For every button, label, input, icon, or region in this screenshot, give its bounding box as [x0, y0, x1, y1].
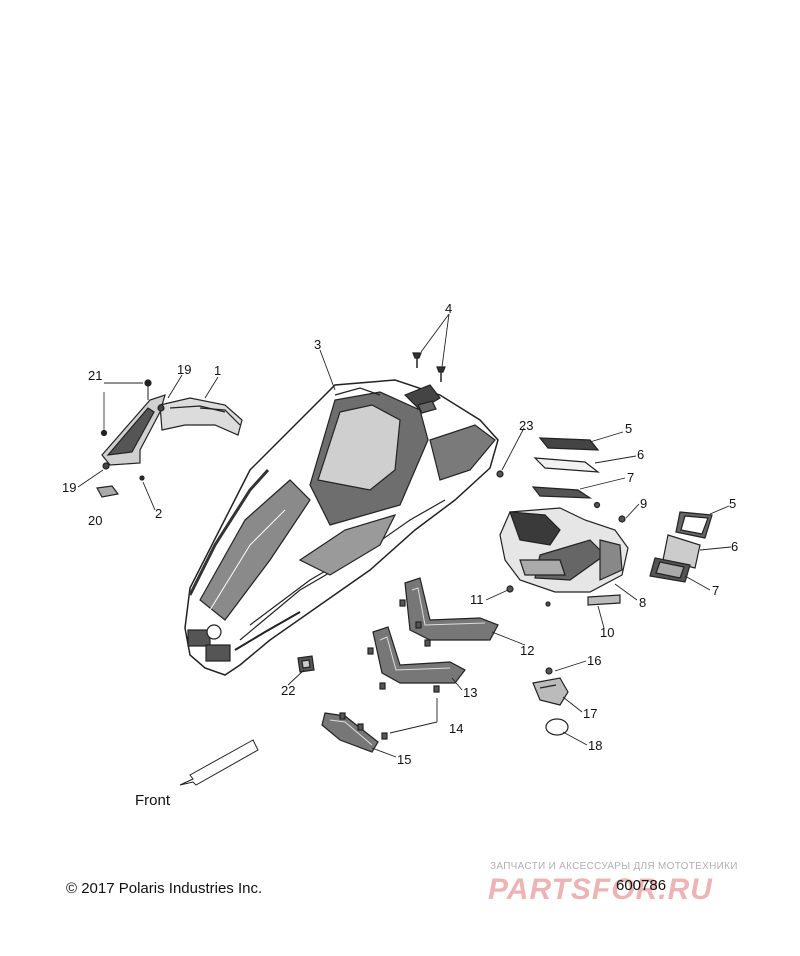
callout-8: 8	[639, 595, 646, 610]
callout-11: 11	[470, 592, 484, 607]
callout-6a: 6	[637, 447, 644, 462]
part-vent-stack-right	[649, 511, 713, 583]
part-airbox	[499, 507, 629, 607]
callout-7a: 7	[627, 470, 634, 485]
callout-15: 15	[397, 752, 411, 767]
drawing-number: 600786	[616, 877, 667, 894]
callout-16: 16	[587, 653, 601, 668]
callout-5a: 5	[625, 421, 632, 436]
callout-2: 2	[155, 506, 162, 521]
part-left-duct	[96, 379, 243, 498]
leader-lines	[77, 313, 732, 758]
front-arrow	[179, 739, 259, 786]
part-clip	[297, 655, 315, 673]
callout-23: 23	[519, 418, 533, 433]
callout-12: 12	[520, 643, 534, 658]
callout-7b: 7	[712, 583, 719, 598]
callout-6b: 6	[731, 539, 738, 554]
part-grilles	[321, 577, 499, 753]
callout-4: 4	[445, 301, 452, 316]
copyright-text: © 2017 Polaris Industries Inc.	[66, 880, 263, 897]
part-cover-group	[532, 667, 569, 736]
callout-21: 21	[88, 368, 102, 383]
callout-13: 13	[463, 685, 477, 700]
callout-1: 1	[214, 363, 221, 378]
callout-20: 20	[88, 513, 102, 528]
callout-19a: 19	[177, 362, 191, 377]
callout-3: 3	[314, 337, 321, 352]
callout-18: 18	[588, 738, 602, 753]
part-hood	[184, 379, 499, 676]
callout-10: 10	[600, 625, 614, 640]
watermark-tagline: ЗАПЧАСТИ И АКСЕССУАРЫ ДЛЯ МОТОТЕХНИКИ	[490, 861, 738, 872]
callout-labels: 1 2 3 4 5 5 6 6 7 7 8 9 10 11 12 13 14 1…	[62, 301, 738, 809]
callout-14: 14	[449, 721, 463, 736]
part-vent-stack-upper	[531, 437, 600, 499]
callout-5b: 5	[729, 496, 736, 511]
callout-19b: 19	[62, 480, 76, 495]
callout-17: 17	[583, 706, 597, 721]
front-label: Front	[135, 792, 171, 809]
callout-22: 22	[281, 683, 295, 698]
part-fasteners	[412, 352, 626, 532]
callout-9: 9	[640, 496, 647, 511]
watermark-logo: PARTSFOR.RU	[488, 873, 713, 906]
